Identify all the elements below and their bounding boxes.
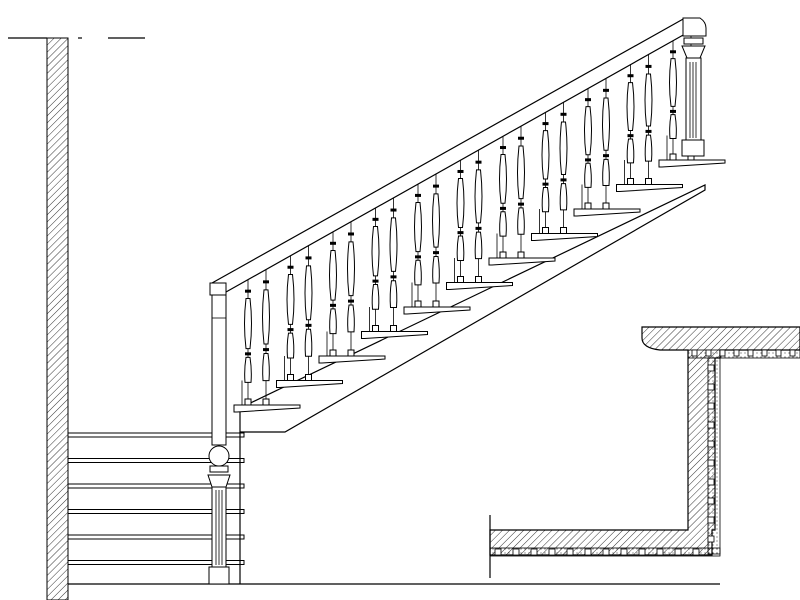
lower-rail — [67, 560, 245, 565]
lower-rail — [67, 432, 245, 438]
baluster — [414, 184, 422, 308]
lower-rail — [67, 534, 245, 540]
lower-rail — [67, 458, 245, 463]
baluster — [456, 160, 465, 283]
stair-steps — [233, 135, 726, 413]
baluster — [371, 207, 380, 332]
baluster — [541, 112, 550, 234]
baluster — [626, 64, 635, 185]
baluster — [499, 136, 507, 259]
left-wall — [8, 37, 145, 600]
stair-stringer — [239, 184, 706, 433]
stair-tread — [403, 282, 471, 315]
lower-rails — [67, 432, 245, 584]
stair-tread — [318, 331, 386, 364]
lower-rail — [67, 509, 245, 514]
stair-tread — [531, 209, 598, 241]
baluster — [669, 40, 677, 161]
lower-newel-post — [207, 282, 231, 585]
stair-tread — [488, 233, 556, 266]
upper-newel-post — [681, 37, 706, 157]
stair-tread — [573, 184, 641, 217]
lower-rail — [67, 483, 245, 489]
stair-tread — [233, 380, 301, 413]
baluster — [262, 269, 270, 406]
baluster — [244, 279, 252, 406]
baluster — [559, 102, 568, 234]
landing-slab-section — [489, 326, 800, 578]
baluster — [644, 54, 653, 185]
stair-tread — [446, 258, 513, 290]
baluster — [474, 150, 483, 283]
handrail — [211, 17, 707, 293]
stair-balusters — [244, 30, 695, 406]
baluster — [389, 197, 398, 332]
baluster — [286, 255, 295, 381]
baluster — [347, 221, 355, 357]
baluster — [517, 126, 525, 259]
baluster — [602, 78, 610, 210]
baluster — [329, 231, 337, 357]
baluster — [304, 245, 313, 381]
baluster — [584, 88, 592, 210]
baluster — [432, 173, 440, 308]
stair-tread — [616, 160, 683, 192]
stair-tread — [276, 356, 343, 388]
stair-tread — [361, 307, 428, 339]
stair-tread — [658, 135, 726, 168]
